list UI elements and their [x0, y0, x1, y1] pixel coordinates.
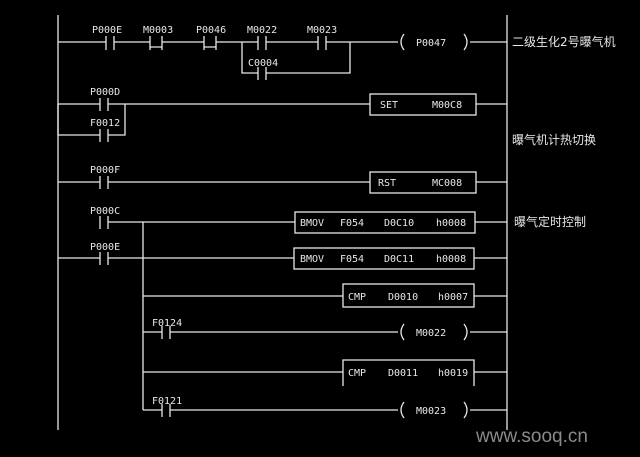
- contact-label: P0046: [196, 25, 226, 36]
- operand: h0019: [438, 368, 468, 379]
- rung-3: P000F RST MC008: [58, 165, 507, 194]
- contact-label: M0023: [307, 25, 337, 36]
- rung-4: P000C BMOV F054 D0C10 h0008 曝气定时控制: [90, 206, 586, 410]
- contact-label: P000D: [90, 87, 120, 98]
- rung-comment: 二级生化2号曝气机: [512, 34, 616, 49]
- contact-label: F0124: [152, 318, 182, 329]
- operand: F054: [340, 218, 364, 229]
- contact-label: C0004: [248, 58, 278, 69]
- instruction: RST: [378, 178, 396, 189]
- contact-label: M0022: [247, 25, 277, 36]
- operand: h0008: [436, 218, 466, 229]
- contact-label: P000E: [90, 242, 120, 253]
- operand: MC008: [432, 178, 462, 189]
- contact-label: F0121: [152, 396, 182, 407]
- contact-label: P000C: [90, 206, 120, 217]
- operand: F054: [340, 254, 364, 265]
- rung-2: P000D F0012 SET M00C8 曝气机计热切换: [57, 87, 596, 147]
- contact-label: M0003: [143, 25, 173, 36]
- rung-9: F0121 M0023: [143, 396, 507, 419]
- rung-comment: 曝气定时控制: [514, 214, 586, 229]
- rung-comment: 曝气机计热切换: [512, 132, 596, 147]
- instruction: CMP: [348, 368, 366, 379]
- rung-5: P000E BMOV F054 D0C11 h0008: [58, 242, 507, 270]
- coil-label: M0022: [416, 328, 446, 339]
- rung-6: CMP D0010 h0007: [143, 283, 507, 308]
- instruction: BMOV: [300, 254, 324, 265]
- rung-7: F0124 M0022: [143, 318, 507, 341]
- coil-label: M0023: [416, 406, 446, 417]
- instruction: CMP: [348, 292, 366, 303]
- instruction: BMOV: [300, 218, 324, 229]
- coil-label: P0047: [416, 38, 446, 49]
- operand: D0C10: [384, 218, 414, 229]
- watermark: www.sooq.cn: [475, 426, 588, 447]
- operand: D0C11: [384, 254, 414, 265]
- operand: D0011: [388, 368, 418, 379]
- contact-label: F0012: [90, 118, 120, 129]
- contact-label: P000E: [92, 25, 122, 36]
- operand: h0008: [436, 254, 466, 265]
- operand: M00C8: [432, 100, 462, 111]
- instruction: SET: [380, 100, 398, 111]
- contact-label: P000F: [90, 165, 120, 176]
- operand: D0010: [388, 292, 418, 303]
- operand: h0007: [438, 292, 468, 303]
- rung-8: CMP D0011 h0019: [143, 359, 507, 386]
- rung-1: P000E M0003 P0046 M0022 M0023 C0004 P004…: [58, 25, 616, 80]
